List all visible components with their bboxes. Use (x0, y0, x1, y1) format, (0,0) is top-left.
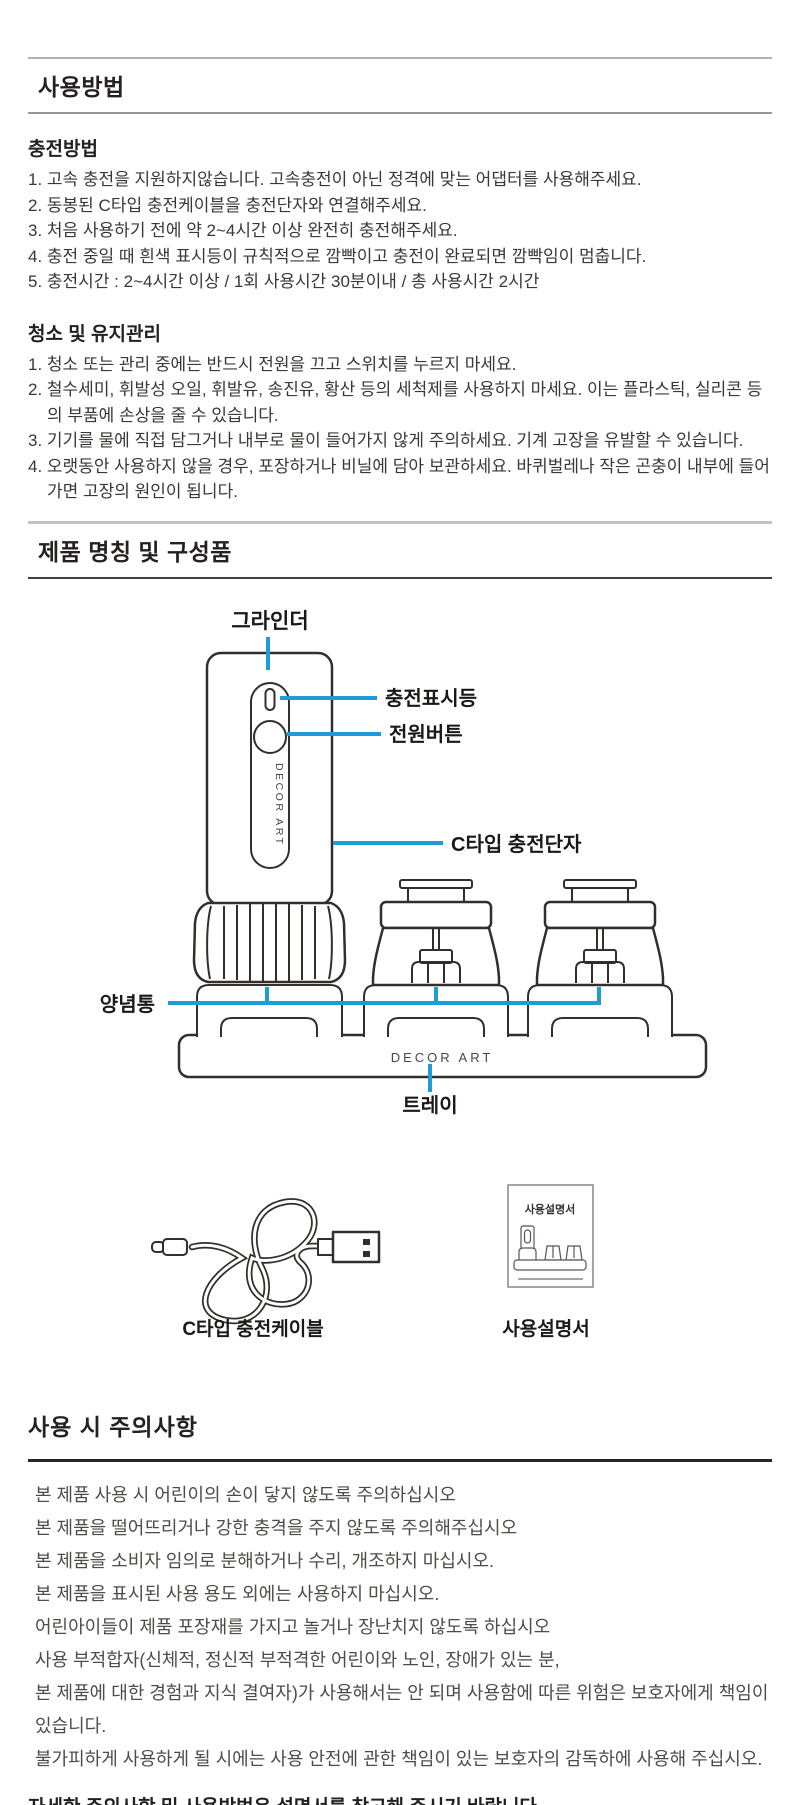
jar-window-1 (220, 1017, 318, 1037)
list-item: 1. 청소 또는 관리 중에는 반드시 전원을 끄고 스위치를 누르지 마세요. (28, 354, 517, 374)
section-parts-title-bar: 제품 명칭 및 구성품 (28, 521, 772, 579)
usb-a-ferrule (317, 1238, 334, 1256)
list-item: 불가피하게 사용하게 될 시에는 사용 안전에 관한 책임이 있는 보호자의 감… (35, 1749, 763, 1769)
section-usage: 사용방법 충전방법 1. 고속 충전을 지원하지않습니다. 고속충전이 아닌 정… (28, 57, 772, 505)
spice-jar-illustration (371, 879, 501, 987)
section-usage-title-bar: 사용방법 (28, 57, 772, 114)
charging-method-heading: 충전방법 (28, 139, 98, 160)
list-item: 본 제품을 소비자 임의로 분해하거나 수리, 개조하지 마십시오. (35, 1551, 495, 1571)
caution-list: 본 제품 사용 시 어린이의 손이 닿지 않도록 주의하십시오 본 제품을 떨어… (28, 1479, 772, 1776)
grinder-illustration: DECOR ART (192, 651, 347, 984)
power-button-illustration (253, 720, 287, 754)
cleaning-list: 1. 청소 또는 관리 중에는 반드시 전원을 끄고 스위치를 누르지 마세요.… (28, 352, 772, 505)
usb-a-plug (331, 1230, 381, 1264)
label-usb-port: C타입 충전단자 (451, 833, 582, 856)
cleaning-heading: 청소 및 유지관리 (28, 323, 161, 345)
list-item: 3. 기기를 물에 직접 담그거나 내부로 물이 들어가지 않게 주의하세요. … (28, 431, 744, 450)
jar-window-2 (387, 1017, 485, 1037)
charging-method-list: 1. 고속 충전을 지원하지않습니다. 고속충전이 아닌 정격에 맞는 어댑터를… (28, 167, 772, 295)
list-item: 4. 충전 중일 때 흰색 표시등이 규칙적으로 깜빡이고 충전이 완료되면 깜… (28, 246, 647, 266)
label-manual: 사용설명서 (502, 1318, 589, 1340)
list-item: 본 제품을 떨어뜨리거나 강한 충격을 주지 않도록 주의해주십시오 (35, 1518, 518, 1538)
spice-jar-illustration (535, 879, 665, 987)
section-parts-title: 제품 명칭 및 구성품 (38, 539, 232, 565)
list-item: 2. 동봉된 C타입 충전케이블을 충전단자와 연결해주세요. (28, 195, 427, 215)
list-item: 2. 철수세미, 휘발성 오일, 휘발유, 송진유, 황산 등의 세척제를 사용… (28, 380, 763, 425)
list-item: 본 제품 사용 시 어린이의 손이 닿지 않도록 주의하십시오 (35, 1485, 456, 1505)
list-item: 사용 부적합자(신체적, 정신적 부적격한 어린이와 노인, 장애가 있는 분, (35, 1650, 560, 1670)
caution-footer: 자세한 주의사항 및 사용방법은 설명서를 참고해 주시기 바랍니다. (28, 1792, 772, 1805)
label-tray: 트레이 (402, 1094, 457, 1117)
grinder-knob (192, 901, 347, 984)
list-item: 본 제품을 표시된 사용 용도 외에는 사용하지 마십시오. (35, 1584, 440, 1604)
section-caution-title: 사용 시 주의사항 (28, 1414, 198, 1440)
label-power-button: 전원버튼 (389, 723, 463, 746)
label-grinder: 그라인더 (231, 610, 308, 633)
tray-brand-text: DECOR ART (391, 1050, 494, 1065)
grinder-front-panel (250, 682, 290, 869)
product-diagram: DECOR ART DECOR ART (100, 610, 708, 1340)
section-parts: 제품 명칭 및 구성품 (28, 521, 772, 579)
jar-window-3 (551, 1017, 649, 1037)
label-charge-indicator: 충전표시등 (385, 687, 477, 710)
list-item: 1. 고속 충전을 지원하지않습니다. 고속충전이 아닌 정격에 맞는 어댑터를… (28, 170, 642, 189)
manual-illustration: 사용설명서 (507, 1184, 594, 1288)
usb-cable-illustration (151, 1198, 381, 1325)
section-usage-title: 사용방법 (38, 74, 125, 100)
list-item: 3. 처음 사용하기 전에 약 2~4시간 이상 완전히 충전해주세요. (28, 221, 458, 240)
list-item: 본 제품에 대한 경험과 지식 결여자)가 사용해서는 안 되며 사용함에 따른… (35, 1683, 769, 1736)
charge-indicator-light (264, 688, 276, 711)
section-caution: 사용 시 주의사항 본 제품 사용 시 어린이의 손이 닿지 않도록 주의하십시… (28, 1408, 772, 1805)
grinder-brand-text: DECOR ART (273, 763, 285, 847)
list-item: 어린아이들이 제품 포장재를 가지고 놀거나 장난치지 않도록 하십시오 (35, 1617, 551, 1637)
manual-cover-title: 사용설명서 (525, 1202, 576, 1216)
label-cable: C타입 충전케이블 (182, 1318, 323, 1340)
list-item: 5. 충전시간 : 2~4시간 이상 / 1회 사용시간 30분이내 / 총 사… (28, 272, 540, 291)
caution-divider (28, 1459, 772, 1462)
list-item: 4. 오랫동안 사용하지 않을 경우, 포장하거나 비닐에 담아 보관하세요. … (28, 456, 770, 502)
label-spice-jar: 양념통 (100, 993, 155, 1016)
